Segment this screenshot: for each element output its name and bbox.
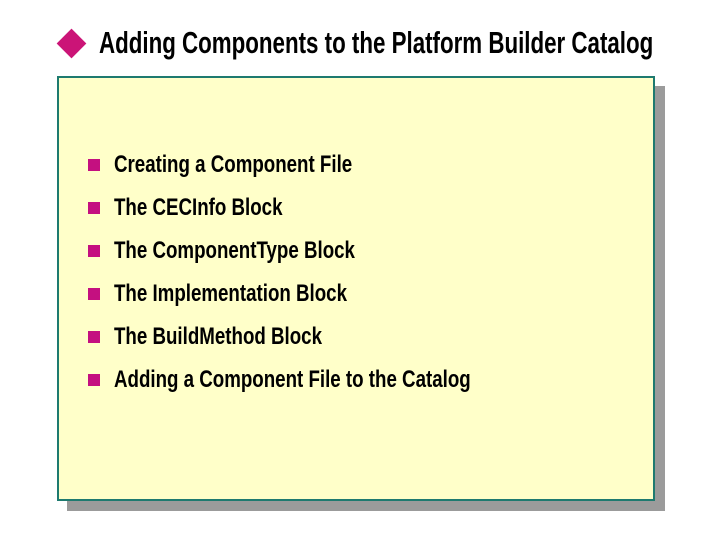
bullet-square-icon — [88, 330, 100, 343]
list-item: The CECInfo Block — [88, 186, 571, 229]
list-item: The BuildMethod Block — [88, 315, 571, 358]
diamond-icon — [56, 28, 87, 58]
list-item: The Implementation Block — [88, 272, 571, 315]
bullet-square-icon — [88, 373, 100, 386]
list-item: Adding a Component File to the Catalog — [88, 358, 571, 401]
page-title: Adding Components to the Platform Builde… — [99, 25, 654, 60]
list-item-label: Adding a Component File to the Catalog — [114, 366, 471, 393]
list-item: Creating a Component File — [88, 143, 571, 186]
bullet-square-icon — [88, 201, 100, 214]
bullet-square-icon — [88, 158, 100, 171]
list-item-label: The CECInfo Block — [114, 194, 283, 221]
list-item-label: The Implementation Block — [114, 280, 348, 307]
list-item: The ComponentType Block — [88, 229, 571, 272]
list-item-label: The ComponentType Block — [114, 237, 355, 264]
list-item-label: The BuildMethod Block — [114, 323, 323, 350]
list-item-label: Creating a Component File — [114, 151, 353, 178]
content-box — [57, 76, 655, 501]
bullet-square-icon — [88, 287, 100, 300]
bullet-square-icon — [88, 244, 100, 257]
slide-title-row: Adding Components to the Platform Builde… — [56, 25, 720, 60]
